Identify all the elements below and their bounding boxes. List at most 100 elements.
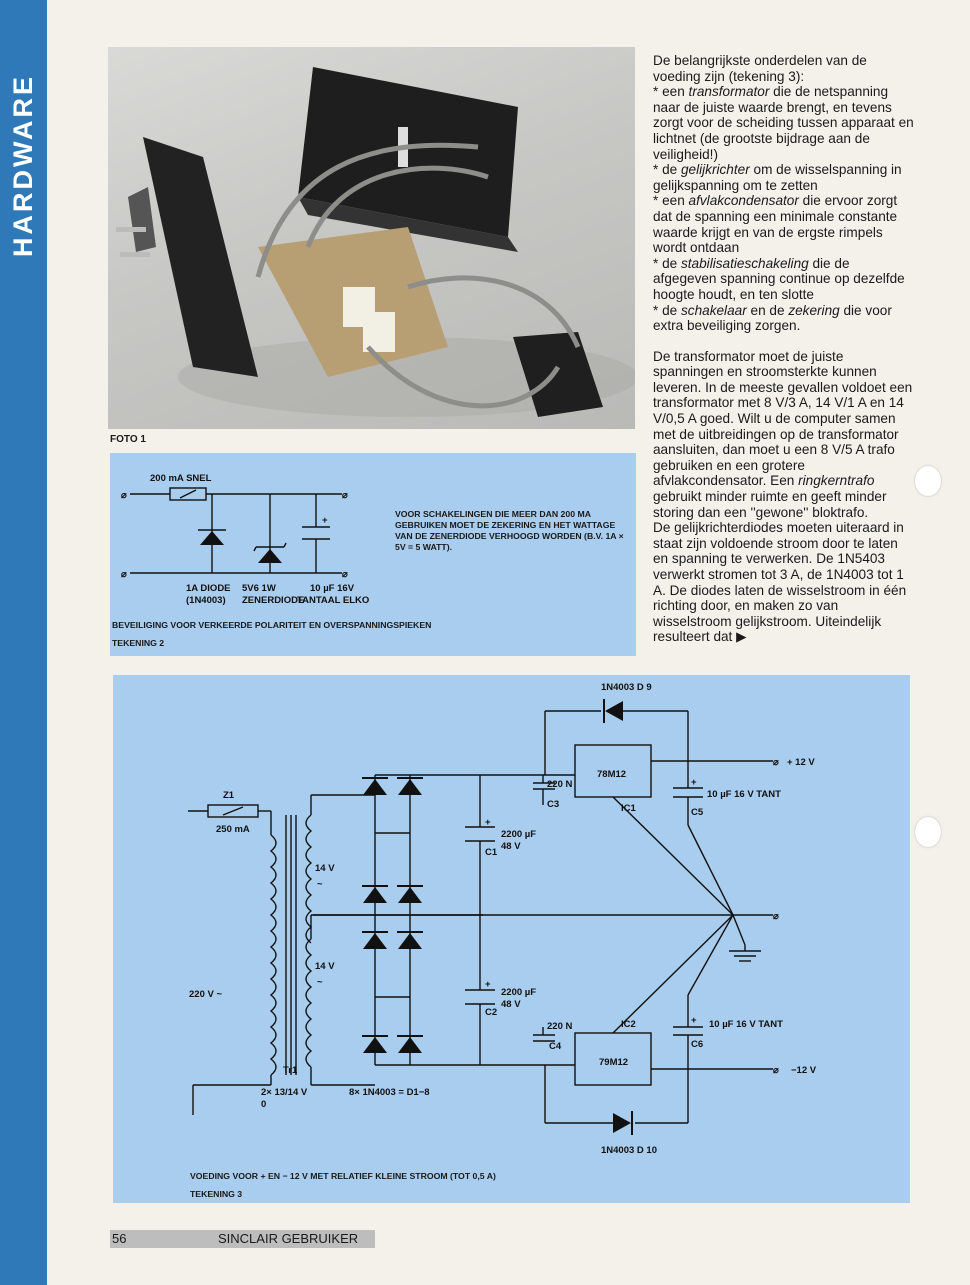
d2-fuse-label: 200 mA SNEL	[150, 473, 212, 484]
paragraph-1: De belangrijkste onderdelen van de voedi…	[653, 53, 915, 334]
d3-terminal-gnd: ⌀	[773, 911, 779, 922]
drawing-3-caption: VOEDING VOOR + EN − 12 V MET RELATIEF KL…	[190, 1171, 496, 1181]
sidebar-band	[0, 0, 47, 1285]
d3-c6-val: 10 µF 16 V TANT	[709, 1019, 783, 1030]
page-number: 56	[112, 1231, 127, 1246]
b3-em: afvlakcondensator	[688, 193, 799, 209]
d3-c2-v: 48 V	[501, 999, 521, 1010]
d3-reg-neg: 79M12	[599, 1057, 628, 1068]
d3-c2-plus: +	[485, 979, 491, 990]
bullet-2: de gelijkrichter om de wisselspanning in…	[653, 162, 902, 193]
d3-sec1-ac: ~	[317, 879, 323, 890]
b5-em: schakelaar	[680, 302, 747, 318]
paragraph-2: De transformator moet de juiste spanning…	[653, 349, 915, 521]
d3-diodes: 8× 1N4003 = D1−8	[349, 1087, 430, 1098]
d3-ic1: IC1	[621, 803, 637, 814]
b4-em: stabilisatieschakeling	[680, 255, 809, 271]
p2-em: ringkerntrafo	[798, 473, 875, 489]
d3-c2: C2	[485, 1007, 497, 1018]
d2-zener-type: ZENERDIODE	[242, 595, 304, 606]
d3-terminal-pos: ⌀	[773, 757, 779, 768]
d2-diode-type: (1N4003)	[186, 595, 226, 606]
d2-terminal-bl: ⌀	[121, 569, 127, 580]
d3-d10: 1N4003 D 10	[601, 1145, 657, 1156]
d3-c6-plus: +	[691, 1015, 697, 1026]
d3-c1: C1	[485, 847, 498, 858]
d3-c1-plus: +	[485, 817, 491, 828]
d2-cap-label: 10 µF 16V	[310, 583, 355, 594]
d2-zener-label: 5V6 1W	[242, 583, 276, 594]
d3-c1-v: 48 V	[501, 841, 521, 852]
d2-terminal-br: ⌀	[342, 569, 348, 580]
section-label: HARDWARE	[3, 40, 43, 290]
photo-illustration	[116, 67, 635, 417]
d3-out-neg: −12 V	[791, 1065, 817, 1076]
b3-pre: een	[662, 193, 689, 209]
bullet-1: een transformator die de netspanning naa…	[653, 84, 914, 161]
b1-post: die de netspanning naar de juiste waarde…	[653, 84, 914, 162]
d3-sec1: 14 V	[315, 863, 335, 874]
b2-pre: de	[662, 162, 681, 178]
bullet-3: een afvlakcondensator die ervoor zorgt d…	[653, 193, 897, 255]
b5-mid: en de	[746, 302, 789, 318]
d3-c3-val: 220 N	[547, 779, 572, 790]
binder-hole-top	[915, 466, 941, 496]
d3-c1-val: 2200 µF	[501, 829, 536, 840]
photo-1	[108, 47, 635, 429]
b4-pre: de	[662, 255, 681, 271]
drawing-2-note: VOOR SCHAKELINGEN DIE MEER DAN 200 mA GE…	[395, 509, 624, 552]
bullet-5: de schakelaar en de zekering die voor ex…	[653, 303, 892, 334]
drawing-2-title: TEKENING 2	[112, 638, 165, 648]
b2-post: om de wisselspanning in gelijkspanning o…	[653, 162, 902, 193]
binder-hole-bottom	[915, 817, 941, 847]
d3-c5-plus: +	[691, 777, 697, 788]
magazine-name: SINCLAIR GEBRUIKER	[218, 1231, 359, 1246]
b3-post: die ervoor zorgt dat de spanning een min…	[653, 193, 898, 256]
d3-tr1: Tr1	[283, 1065, 298, 1076]
d3-c4-val: 220 N	[547, 1021, 572, 1032]
d2-cap-type: TANTAAL ELKO	[297, 595, 369, 606]
article-text: De belangrijkste onderdelen van de voedi…	[653, 53, 915, 645]
d3-tr-zero: 0	[261, 1099, 266, 1110]
b1-em: transformator	[688, 84, 770, 100]
b1-pre: een	[662, 84, 689, 100]
d3-c2-val: 2200 µF	[501, 987, 536, 998]
d2-terminal-tl: ⌀	[121, 490, 127, 501]
d3-reg-pos: 78M12	[597, 769, 626, 780]
d3-c5-val: 10 µF 16 V TANT	[707, 789, 781, 800]
paragraph-3: De gelijkrichterdiodes moeten uiteraard …	[653, 520, 907, 645]
d3-c3: C3	[547, 799, 559, 810]
drawing-3-title: TEKENING 3	[190, 1189, 243, 1199]
section-label-text: HARDWARE	[7, 73, 38, 257]
drawing-2-panel: ⌀ ⌀ ⌀ ⌀ + 200 mA SNEL 1A DIODE (1N4003) …	[110, 453, 636, 656]
d3-mains: 220 V ~	[189, 989, 222, 1000]
b2-em: gelijkrichter	[680, 162, 750, 178]
d3-terminal-neg: ⌀	[773, 1065, 779, 1076]
d3-c5: C5	[691, 807, 704, 818]
d3-tr-spec: 2× 13/14 V	[261, 1087, 308, 1098]
photo-label: FOTO 1	[110, 434, 146, 445]
drawing-2-schematic: ⌀ ⌀ ⌀ ⌀ + 200 mA SNEL 1A DIODE (1N4003) …	[121, 473, 369, 606]
p1-intro: De belangrijkste onderdelen van de voedi…	[653, 53, 867, 84]
d3-sec2-ac: ~	[317, 977, 323, 988]
p2-post: gebruikt minder ruimte en geeft minder s…	[653, 489, 887, 520]
d3-out-pos: + 12 V	[787, 757, 815, 768]
d2-plus: +	[322, 515, 328, 526]
d3-z1-val: 250 mA	[216, 824, 250, 835]
d3-sec2: 14 V	[315, 961, 335, 972]
b5-post: die voor extra beveiliging zorgen.	[653, 302, 892, 334]
d3-ic2: IC2	[621, 1019, 636, 1030]
d3-d9: 1N4003 D 9	[601, 682, 652, 693]
d2-terminal-tr: ⌀	[342, 490, 348, 501]
b4-post: die de afgegeven spanning continue op de…	[653, 255, 905, 302]
d3-c4: C4	[549, 1041, 562, 1052]
p2-pre: De transformator moet de juiste spanning…	[653, 348, 913, 489]
d3-z1: Z1	[223, 790, 235, 801]
d3-c6: C6	[691, 1039, 703, 1050]
d2-diode-label: 1A DIODE	[186, 583, 231, 594]
page-footer: 56 SINCLAIR GEBRUIKER	[110, 1230, 375, 1248]
bullet-4: de stabilisatieschakeling die de afgegev…	[653, 256, 905, 302]
b5-pre: de	[662, 302, 681, 318]
drawing-2-caption: BEVEILIGING VOOR VERKEERDE POLARITEIT EN…	[112, 620, 432, 630]
drawing-3-schematic: 1N4003 D 9 78M12 IC1 220 N C3 + 10 µF 16…	[188, 682, 817, 1156]
